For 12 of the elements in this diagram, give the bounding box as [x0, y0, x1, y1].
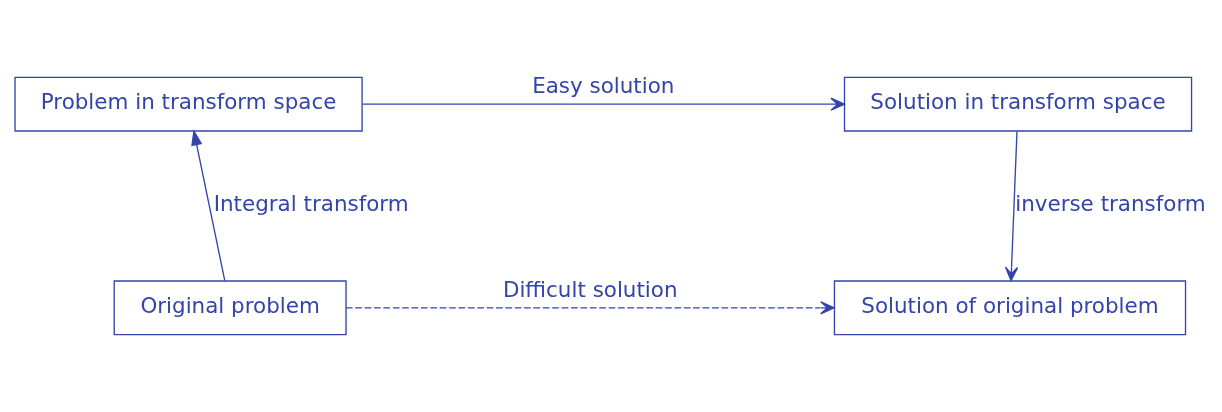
edge-label: Integral transform: [213, 191, 409, 217]
node-box: Original problem: [113, 280, 347, 336]
edge-label: inverse transform: [1015, 191, 1206, 217]
node-box: Problem in transform space: [14, 76, 363, 132]
node-box: Solution in transform space: [843, 76, 1193, 132]
arrow: [345, 301, 835, 315]
edge-label: Easy solution: [532, 73, 675, 99]
node-box: Solution of original problem: [833, 280, 1187, 336]
arrow: [191, 129, 226, 282]
arrow: [1004, 130, 1019, 282]
edge-label: Difficult solution: [502, 276, 678, 302]
arrow: [361, 97, 846, 111]
